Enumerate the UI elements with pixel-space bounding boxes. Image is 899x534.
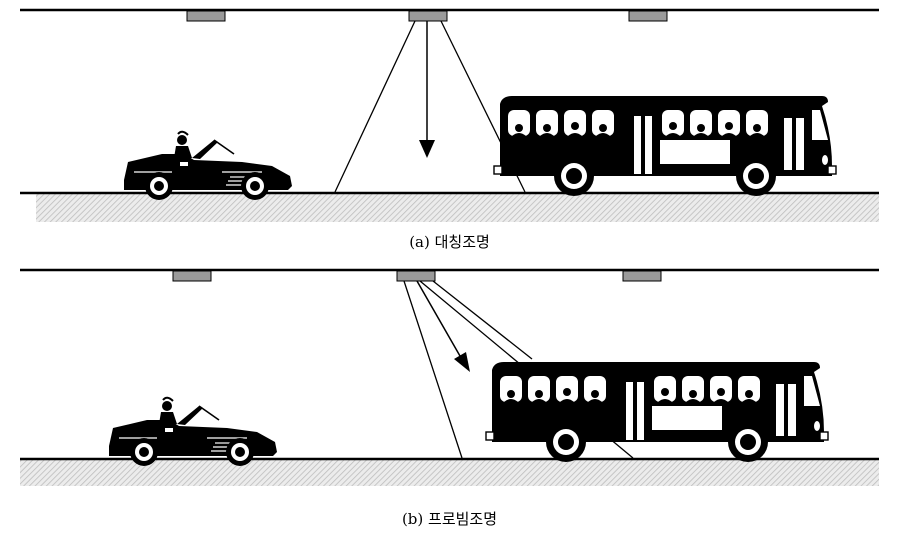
- caption-a: (a) 대칭조명: [409, 233, 490, 251]
- light-cone-left-edge: [334, 20, 416, 193]
- light-cone-right-edge: [432, 280, 533, 360]
- light-cone-left-edge: [403, 280, 463, 459]
- light-direction-arrow-icon: [416, 280, 461, 357]
- panel-b-counter-beam-lighting: [20, 268, 879, 486]
- convertible-car-icon: [123, 130, 293, 201]
- road-surface: [36, 194, 879, 222]
- ceiling-light-icon: [172, 270, 212, 282]
- ceiling-light-icon: [396, 270, 436, 282]
- ceiling-light-icon: [186, 10, 226, 22]
- ceiling-light-icon: [622, 270, 662, 282]
- bus-icon: [485, 361, 829, 463]
- ceiling-light-icon: [408, 10, 448, 22]
- bus-icon: [493, 95, 837, 197]
- ceiling-light-icon: [628, 10, 668, 22]
- light-direction-arrowhead: [454, 352, 470, 372]
- panel-a-symmetric-lighting: [20, 8, 879, 222]
- convertible-car-icon: [108, 396, 278, 467]
- caption-b: (b) 프로빔조명: [401, 510, 498, 528]
- road-surface: [20, 460, 879, 486]
- light-direction-arrowhead: [419, 140, 435, 158]
